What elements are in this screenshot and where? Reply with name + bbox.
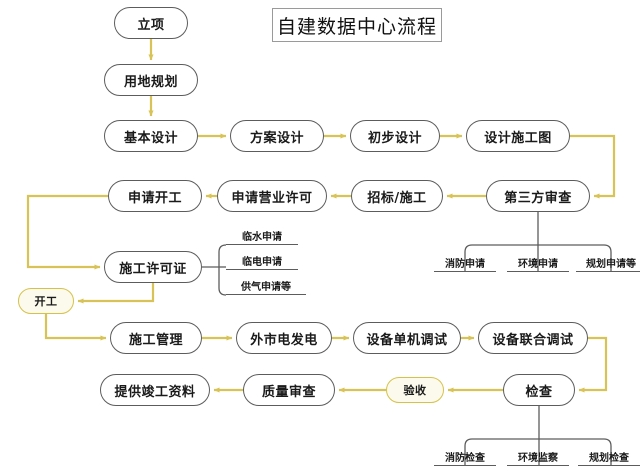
node-tigongjungongziliao[interactable]: 提供竣工资料 (100, 374, 210, 406)
leaf-xiaofangshenqing[interactable]: 消防申请 (434, 254, 496, 272)
node-shenqingyingyexuke[interactable]: 申请营业许可 (217, 180, 327, 212)
node-lixiang[interactable]: 立项 (114, 7, 188, 39)
node-fangansheji[interactable]: 方案设计 (230, 120, 324, 152)
node-jibensheji[interactable]: 基本设计 (104, 120, 198, 152)
leaf-linshuishenqing[interactable]: 临水申请 (226, 227, 298, 245)
node-yongdiguihua[interactable]: 用地规划 (104, 64, 198, 96)
diagram-title: 自建数据中心流程 (272, 8, 442, 42)
node-disanfangshencha[interactable]: 第三方审查 (486, 180, 590, 212)
leaf-huanjingshenqing[interactable]: 环境申请 (507, 254, 569, 272)
leaf-xiaofangjiancha[interactable]: 消防检查 (434, 448, 496, 466)
arrow-kaigong-to-shigongguanli (44, 314, 107, 341)
node-chubusheji[interactable]: 初步设计 (350, 120, 440, 152)
node-yanshou[interactable]: 验收 (386, 377, 444, 403)
leaf-liandianshenqing[interactable]: 临电申请 (226, 252, 298, 270)
node-zhiliangshencha[interactable]: 质量审查 (243, 374, 335, 406)
node-jiancha[interactable]: 检查 (503, 374, 575, 406)
branch-line-linshui (218, 244, 227, 267)
node-shenqingkaigong[interactable]: 申请开工 (108, 180, 202, 212)
branch-line-gongqi (218, 267, 227, 296)
node-zhaobiaoshigong[interactable]: 招标/施工 (351, 180, 443, 212)
leaf-guihuashenqing[interactable]: 规划申请等 (576, 254, 640, 272)
node-shigongguanli[interactable]: 施工管理 (110, 322, 202, 354)
arrow-shigongxukezheng-to-kaigong (77, 283, 155, 304)
leaf-huanjingjiancha[interactable]: 环境监察 (507, 448, 569, 466)
node-shejishigongtu[interactable]: 设计施工图 (466, 120, 570, 152)
node-shebeilianhetiaoshi[interactable]: 设备联合调试 (478, 322, 588, 354)
arrow-shenqingkaigong-to-shigongxukezheng (26, 194, 108, 270)
leaf-guihuajiancha[interactable]: 规划检查 (578, 448, 640, 466)
node-shigongxukezheng[interactable]: 施工许可证 (104, 251, 202, 283)
node-waishidianfadian[interactable]: 外市电发电 (236, 322, 332, 354)
node-shebeidanjitiaoshi[interactable]: 设备单机调试 (353, 322, 461, 354)
node-kaigong[interactable]: 开工 (18, 288, 74, 314)
leaf-gongqishenqing[interactable]: 供气申请等 (226, 277, 306, 295)
